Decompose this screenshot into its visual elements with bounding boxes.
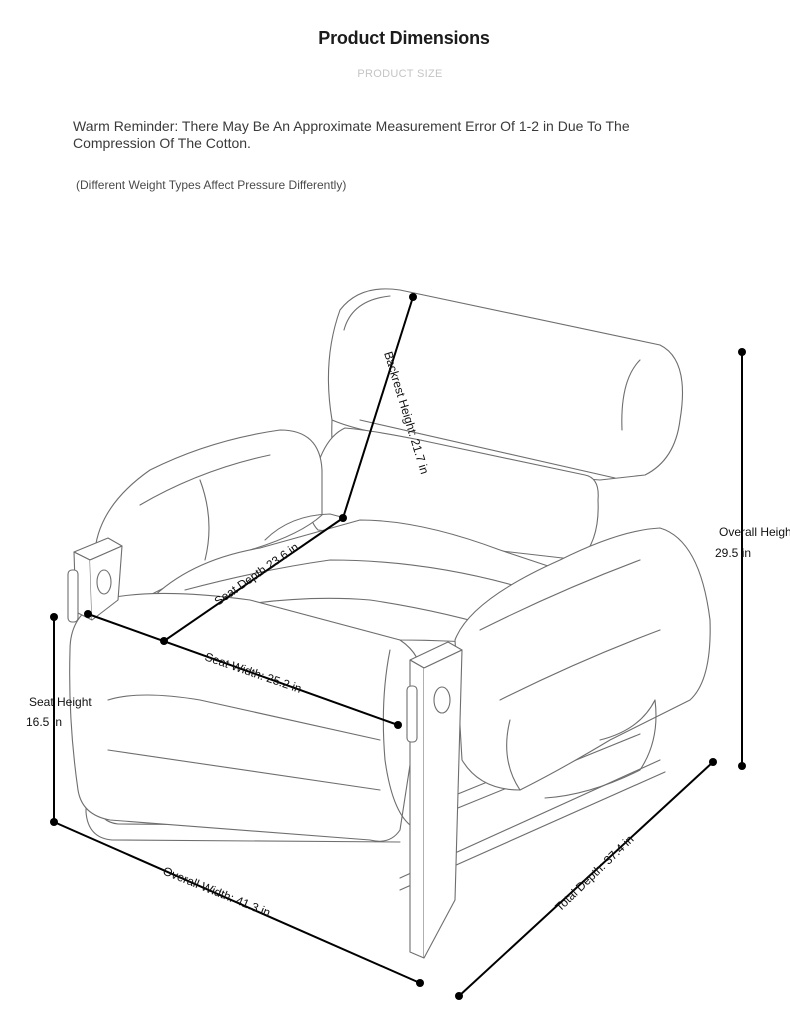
seat-height-dot-top bbox=[50, 613, 58, 621]
chair-illustration bbox=[67, 288, 711, 959]
overall-width-dot bbox=[416, 979, 424, 987]
page-subtitle: PRODUCT SIZE bbox=[357, 68, 443, 80]
overall-width-line bbox=[53, 821, 421, 984]
page-title: Product Dimensions bbox=[318, 28, 490, 48]
seat-width-dot-right bbox=[394, 721, 402, 729]
warm-reminder-line-1: Warm Reminder: There May Be An Approxima… bbox=[73, 118, 630, 134]
seat-depth-line bbox=[163, 517, 344, 642]
seat-width-dot-left bbox=[84, 610, 92, 618]
warm-reminder-line-2: Compression Of The Cotton. bbox=[73, 135, 251, 151]
total-depth-dot-right bbox=[709, 758, 717, 766]
backrest-height-dot-top bbox=[409, 293, 417, 301]
total-depth-line bbox=[458, 761, 714, 997]
warm-reminder: Warm Reminder: There May Be An Approxima… bbox=[73, 118, 713, 152]
overall-height-dot-bottom bbox=[738, 762, 746, 770]
total-depth-label: Total Depth: 37.4 in bbox=[552, 832, 636, 914]
measurement-lines bbox=[50, 293, 746, 1000]
overall-width-label: Overall Width: 41.3 in bbox=[161, 864, 273, 920]
weight-note: (Different Weight Types Affect Pressure … bbox=[76, 178, 347, 192]
total-depth-dot-left bbox=[455, 992, 463, 1000]
overall-height-label: Overall Heigh bbox=[719, 525, 790, 539]
seat-width-line bbox=[87, 613, 399, 726]
seat-height-value: 16.5 in bbox=[26, 715, 62, 729]
overall-height-value: 29.5 in bbox=[715, 546, 751, 560]
backrest-height-line bbox=[342, 296, 414, 519]
overall-height-dot-top bbox=[738, 348, 746, 356]
seat-height-label: Seat Height bbox=[29, 695, 92, 709]
